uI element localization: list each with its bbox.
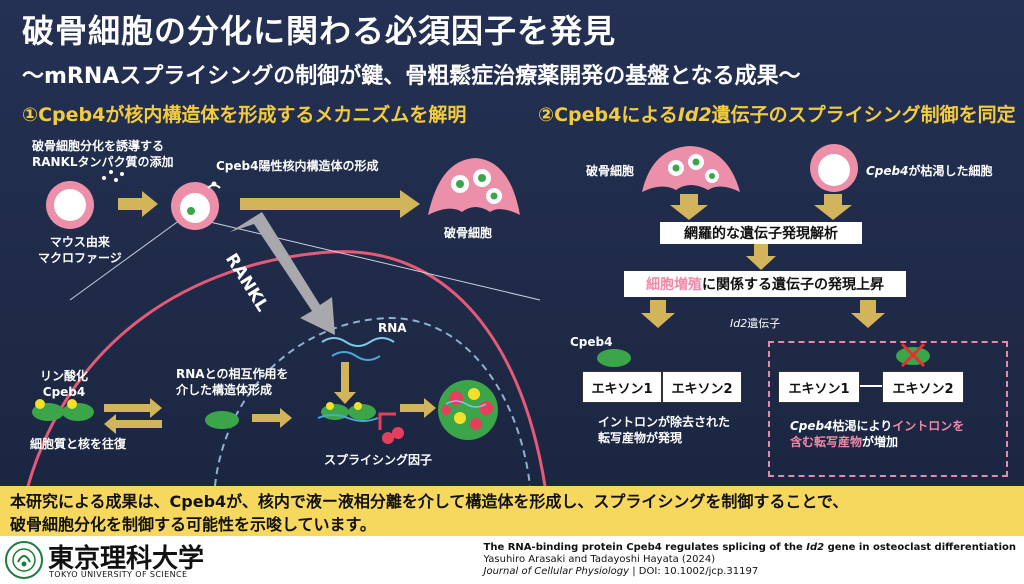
section2-heading-pre: ②Cpeb4による	[538, 104, 678, 126]
depletion-result-box	[768, 341, 1008, 477]
result-right-gene: Cpeb4	[790, 419, 833, 433]
arrow-shuttle-out	[104, 414, 162, 434]
result-right-c: イントロンを	[892, 419, 965, 433]
section2-heading-gene: Id2	[677, 104, 712, 126]
id2-gene-label: Id2遺伝子	[730, 316, 780, 331]
exon2-box-left: エキソン2	[662, 371, 742, 403]
exon2-box-right: エキソン2	[882, 371, 964, 403]
rna-cpeb4-assembly	[317, 402, 379, 422]
university-seal-icon	[5, 541, 43, 579]
university-name-en: TOKYO UNIVERSITY OF SCIENCE	[49, 570, 188, 579]
macrophage-label: マウス由来 マクロファージ	[38, 234, 122, 266]
arrow-result-right	[851, 300, 885, 328]
page-subtitle: 〜mRNAスプライシングの制御が鍵、骨粗鬆症治療薬開発の基盤となる成果〜	[22, 64, 801, 89]
exon1-box-right: エキソン1	[778, 371, 860, 403]
diagram-artwork	[26, 144, 930, 486]
cpeb4-present	[597, 349, 631, 367]
reference-title: The RNA-binding protein Cpeb4 regulates …	[484, 542, 1016, 554]
rna-label: RNA	[378, 321, 407, 335]
phospho-line2: Cpeb4	[42, 385, 86, 399]
result-right-text: Cpeb4枯渇によりイントロンを 含む転写産物が増加	[790, 418, 964, 450]
arrow-result-left	[641, 300, 675, 328]
arrow-shuttle-in	[104, 398, 162, 418]
section2-heading: ②Cpeb4によるId2遺伝子のスプライシング制御を同定	[538, 100, 1016, 127]
phospho-cpeb4	[32, 399, 94, 421]
reference-journal-line: Journal of Cellular Physiology | DOI: 10…	[484, 566, 1016, 578]
zoom-line-left	[69, 219, 181, 301]
nuclear-condensate	[438, 380, 498, 440]
analysis-box: 網羅的な遺伝子発現解析	[660, 222, 862, 244]
infographic-slide: 破骨細胞の分化に関わる必須因子を発見 〜mRNAスプライシングの制御が鍵、骨粗鬆…	[0, 0, 1024, 486]
rankl-note-line1: 破骨細胞分化を誘導する	[32, 139, 165, 153]
osteoclast-cell-2	[642, 146, 740, 192]
page-title: 破骨細胞の分化に関わる必須因子を発見	[22, 12, 617, 50]
section2-heading-post: 遺伝子のスプライシング制御を同定	[711, 104, 1016, 126]
interaction-line2: 介した構造体形成	[176, 383, 273, 397]
shuttle-label: 細胞質と核を往復	[30, 437, 127, 451]
rankl-note: 破骨細胞分化を誘導する RANKLタンパク質の添加	[32, 138, 174, 170]
reference: The RNA-binding protein Cpeb4 regulates …	[484, 542, 1016, 578]
osteoclast-label-1: 破骨細胞	[444, 226, 493, 240]
nucleus-boundary-arc	[214, 316, 531, 486]
result-left-line2: 転写産物が発現	[598, 431, 683, 445]
osteoclast-label-2: 破骨細胞	[586, 164, 635, 178]
rankl-dots	[102, 170, 124, 182]
macrophage-label-line1: マウス由来	[49, 235, 110, 249]
result-right-b: 枯渇により	[832, 419, 893, 433]
result-right-e: が増加	[862, 435, 899, 449]
summary-line1: 本研究による成果は、Cpeb4が、核内で液ー液相分離を介して構造体を形成し、スプ…	[10, 492, 849, 511]
arrow-analysis-down	[746, 244, 776, 270]
splicing-factor-shape	[378, 412, 404, 444]
body-formation-label: Cpeb4陽性核内構造体の形成	[216, 159, 379, 173]
arrow-to-osteoclast	[240, 190, 420, 218]
reference-authors: Yasuhiro Arasaki and Tadayoshi Hayata (2…	[483, 554, 716, 565]
interaction-line1: RNAとの相互作用を	[176, 367, 289, 381]
activated-cell	[171, 181, 221, 230]
id2-gene: Id2	[730, 317, 748, 330]
arrow-to-structure	[252, 408, 292, 428]
result-left-text: イントロンが除去された 転写産物が発現	[598, 414, 730, 446]
interaction-label: RNAとの相互作用を 介した構造体形成	[176, 366, 288, 398]
osteoclast-cell-1	[428, 158, 520, 215]
rankl-note-line2: RANKLタンパク質の添加	[32, 155, 174, 169]
cpeb4-label: Cpeb4	[570, 335, 613, 349]
arrow-depleted-down	[814, 194, 852, 220]
upregulation-box: 細胞増殖に関係する遺伝子の発現上昇	[624, 271, 906, 297]
reference-title-pre: The RNA-binding protein Cpeb4 regulates …	[483, 542, 807, 553]
id2-rest: 遺伝子	[747, 317, 781, 330]
section1-heading: ①Cpeb4が核内構造体を形成するメカニズムを解明	[22, 104, 467, 126]
reference-journal: Journal of Cellular Physiology	[483, 566, 630, 577]
depleted-gene: Cpeb4	[866, 164, 909, 178]
cpeb4-single	[205, 411, 239, 429]
reference-doi: | DOI: 10.1002/jcp.31197	[629, 566, 759, 577]
depleted-cell-label: Cpeb4が枯渇した細胞	[866, 163, 993, 179]
cell-membrane-arc	[26, 250, 547, 486]
reference-title-gene: Id2	[806, 542, 825, 553]
depleted-rest: が枯渇した細胞	[908, 164, 993, 178]
exon1-box-left: エキソン1	[582, 371, 662, 403]
rna-strands	[321, 337, 395, 361]
macrophage-label-line2: マクロファージ	[38, 251, 122, 265]
macrophage-cell	[46, 181, 94, 229]
splicing-factor-label: スプライシング因子	[324, 453, 433, 467]
rankl-arrow	[230, 212, 335, 335]
arrow-to-activated-cell	[118, 191, 158, 217]
university-name-jp: 東京理科大学	[48, 544, 205, 574]
upregulation-pink: 細胞増殖	[646, 277, 702, 293]
phospho-line1: リン酸化	[40, 369, 89, 383]
cpeb4-depleted-mark	[896, 342, 930, 368]
reference-title-post: gene in osteoclast differentiation	[824, 542, 1016, 553]
arrow-osteoclast-down	[670, 194, 708, 220]
arrow-rna-down	[334, 362, 356, 404]
phospho-cpeb4-label: リン酸化 Cpeb4	[40, 368, 88, 400]
summary-banner: 本研究による成果は、Cpeb4が、核内で液ー液相分離を介して構造体を形成し、スプ…	[0, 486, 1024, 536]
upregulation-rest: に関係する遺伝子の発現上昇	[702, 277, 884, 293]
footer: 東京理科大学 TOKYO UNIVERSITY OF SCIENCE	[0, 536, 1024, 584]
depleted-cell	[810, 144, 858, 192]
result-left-line1: イントロンが除去された	[598, 415, 731, 429]
result-right-d: 含む転写産物	[790, 435, 863, 449]
arrow-to-condensate	[400, 398, 436, 418]
summary-line2: 破骨細胞分化を制御する可能性を示唆しています。	[10, 515, 376, 534]
